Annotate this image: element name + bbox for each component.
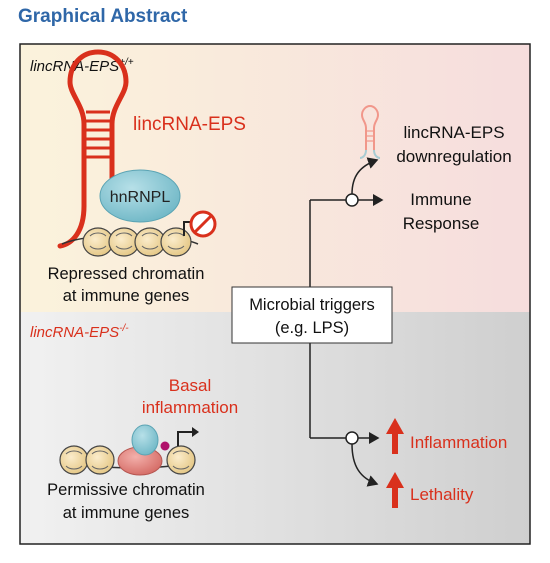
repressed-chromatin-line1: Repressed chromatin [48, 265, 205, 283]
lincrna-hairpin-icon [57, 49, 129, 249]
permissive-chromatin-line1: Permissive chromatin [47, 481, 205, 499]
blocked-transcription-icon [183, 210, 217, 238]
faded-lincrna-icon [359, 104, 381, 159]
teal-factor-icon [131, 424, 159, 456]
lethality-label: Lethality [410, 485, 474, 504]
lincrna-label: lincRNA-EPS [133, 114, 246, 135]
top-panel [20, 44, 530, 312]
figure-frame [19, 43, 531, 545]
active-transcription-arrow-icon [177, 427, 199, 446]
hnrnpl-label: hnRNPL [110, 189, 171, 206]
lethality-up-arrow-icon [386, 472, 404, 508]
hnrnpl-protein-icon [99, 169, 181, 223]
bottom-branch-node [345, 431, 359, 445]
basal-inflammation-line2: inflammation [142, 398, 238, 417]
magenta-dot-icon [160, 441, 170, 451]
top-branch-node [345, 193, 359, 207]
repressed-chromatin-nucleosomes-icon [61, 227, 199, 257]
inflammation-label: Inflammation [410, 433, 507, 452]
lethality-arrow [351, 443, 379, 487]
microbial-triggers-box [231, 286, 393, 344]
downregulation-line1: lincRNA-EPS [403, 123, 504, 142]
downregulation-line2: downregulation [396, 147, 511, 166]
bottom-panel [20, 312, 530, 544]
knockout-genotype-label: lincRNA-EPS-/- [30, 323, 129, 341]
basal-inflammation-line1: Basal [169, 376, 212, 395]
repressed-chromatin-line2: at immune genes [63, 287, 190, 305]
permissive-chromatin-nucleosomes-icon [59, 445, 196, 475]
microbial-triggers-line1: Microbial triggers [249, 296, 375, 314]
downregulation-arrow [351, 157, 379, 195]
immune-response-line2: Response [403, 214, 480, 233]
inflammation-up-arrow-icon [386, 418, 404, 454]
immune-response-line1: Immune [410, 190, 471, 209]
permissive-chromatin-line2: at immune genes [63, 504, 190, 522]
graphical-abstract-heading: Graphical Abstract [18, 6, 188, 27]
microbial-triggers-line2: (e.g. LPS) [275, 319, 349, 337]
